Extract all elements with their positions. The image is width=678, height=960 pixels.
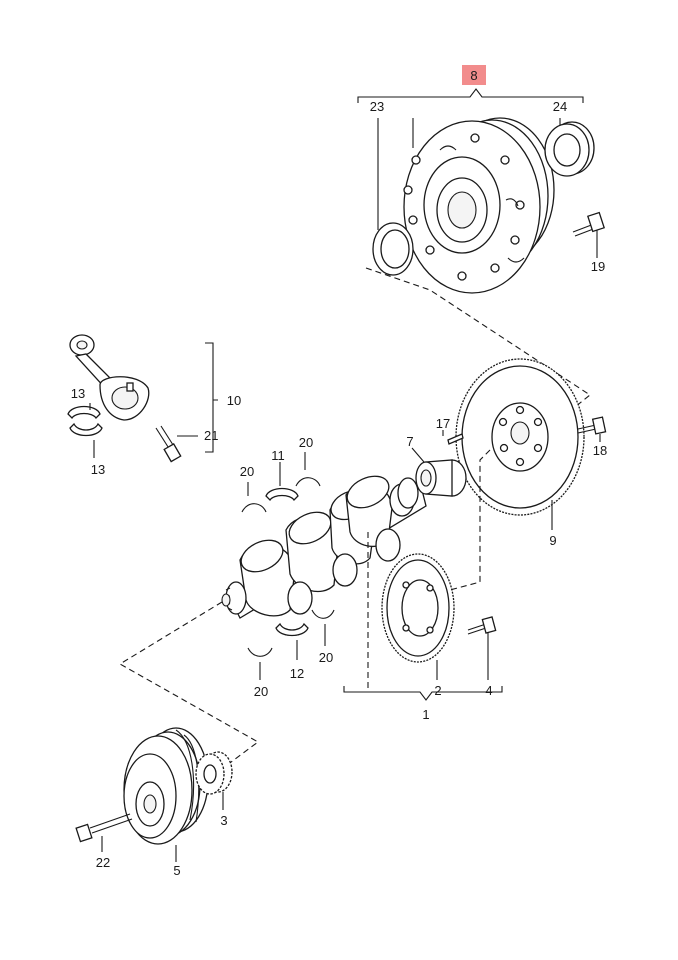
label-11: 11 <box>271 448 285 463</box>
label-21: 21 <box>204 428 218 443</box>
thrust-washer-20-a <box>241 503 267 513</box>
label-23: 23 <box>370 99 384 114</box>
label-20-c: 20 <box>254 684 268 699</box>
bolt-19 <box>572 211 605 258</box>
seal-ring-23 <box>372 222 414 276</box>
bearing-shell-13-upper <box>67 405 101 420</box>
bracket-1 <box>343 686 503 701</box>
bolt-4 <box>467 616 497 680</box>
leader-7 <box>411 447 425 463</box>
drive-plate-2 <box>381 553 455 663</box>
label-19: 19 <box>591 259 605 274</box>
bolt-22 <box>75 813 133 852</box>
flywheel-group-bracket <box>357 88 584 103</box>
connecting-rod <box>69 334 150 421</box>
label-20-d: 20 <box>319 650 333 665</box>
bearing-shell-13-lower <box>69 422 103 437</box>
label-1: 1 <box>422 707 429 722</box>
crankshaft <box>221 475 427 619</box>
thrust-washer-20-b <box>295 477 321 487</box>
label-24: 24 <box>553 99 567 114</box>
bolt-21 <box>155 425 198 463</box>
needle-bearing-24 <box>544 121 595 177</box>
bearing-shell-11 <box>265 487 299 502</box>
label-20-b: 20 <box>299 435 313 450</box>
part-8-highlight <box>462 65 486 85</box>
bolt-18 <box>577 416 607 442</box>
label-13-top: 13 <box>71 386 85 401</box>
thrust-washer-20-d <box>311 609 335 619</box>
label-5: 5 <box>173 863 180 878</box>
bush-7 <box>415 459 467 497</box>
label-10: 10 <box>227 393 241 408</box>
bearing-shell-12 <box>275 622 309 637</box>
flywheel-9 <box>455 358 585 516</box>
label-17: 17 <box>436 416 450 431</box>
bracket-10 <box>205 342 218 453</box>
label-13-bottom: 13 <box>91 462 105 477</box>
label-9: 9 <box>549 533 556 548</box>
label-2: 2 <box>434 683 441 698</box>
pulley-5 <box>123 727 209 845</box>
assembly-line-middle <box>367 449 491 690</box>
label-20-a: 20 <box>240 464 254 479</box>
gear-3 <box>195 751 233 795</box>
label-8: 8 <box>470 68 477 83</box>
label-18: 18 <box>593 443 607 458</box>
label-12: 12 <box>290 666 304 681</box>
label-4: 4 <box>485 683 492 698</box>
thrust-washer-20-c <box>247 647 273 657</box>
label-7: 7 <box>406 434 413 449</box>
label-3: 3 <box>220 813 227 828</box>
pin-17 <box>447 433 464 445</box>
dual-mass-flywheel <box>403 117 555 294</box>
label-22: 22 <box>96 855 110 870</box>
